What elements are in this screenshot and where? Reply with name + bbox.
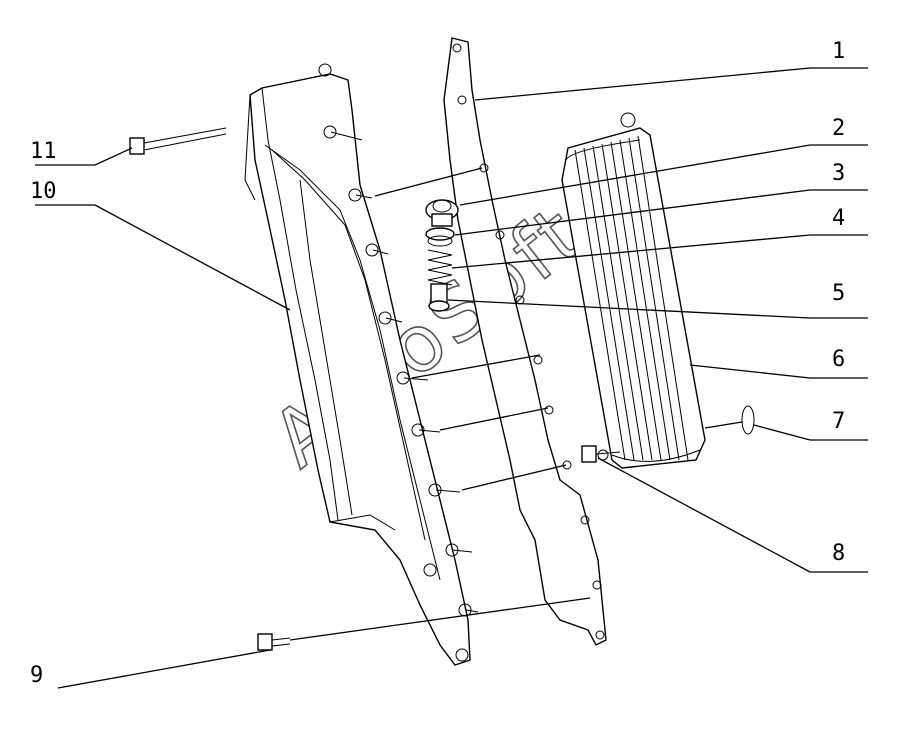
part-bolt-11 bbox=[129, 127, 227, 155]
callout-2: 2 bbox=[832, 116, 845, 141]
part-gasket bbox=[443, 37, 607, 646]
part-bolt-8 bbox=[581, 445, 621, 463]
callout-10: 10 bbox=[30, 179, 57, 204]
part-valve-plug bbox=[425, 199, 459, 227]
leader-9 bbox=[57, 649, 271, 689]
callout-8: 8 bbox=[832, 541, 845, 566]
part-valve-seal bbox=[425, 227, 455, 247]
part-bolt-9 bbox=[257, 633, 291, 651]
callout-7: 7 bbox=[832, 409, 845, 434]
part-valve-spring bbox=[427, 249, 453, 286]
callout-5: 5 bbox=[832, 281, 845, 306]
callout-9: 9 bbox=[30, 663, 43, 688]
leader-lines bbox=[35, 67, 868, 689]
callout-4: 4 bbox=[832, 206, 845, 231]
part-o-ring bbox=[741, 405, 755, 435]
callout-1: 1 bbox=[832, 39, 845, 64]
callout-6: 6 bbox=[832, 347, 845, 372]
callout-3: 3 bbox=[832, 161, 845, 186]
part-cooler-core bbox=[561, 112, 706, 469]
callout-11: 11 bbox=[30, 139, 57, 164]
part-valve-piston bbox=[428, 283, 450, 312]
part-housing bbox=[244, 63, 479, 666]
